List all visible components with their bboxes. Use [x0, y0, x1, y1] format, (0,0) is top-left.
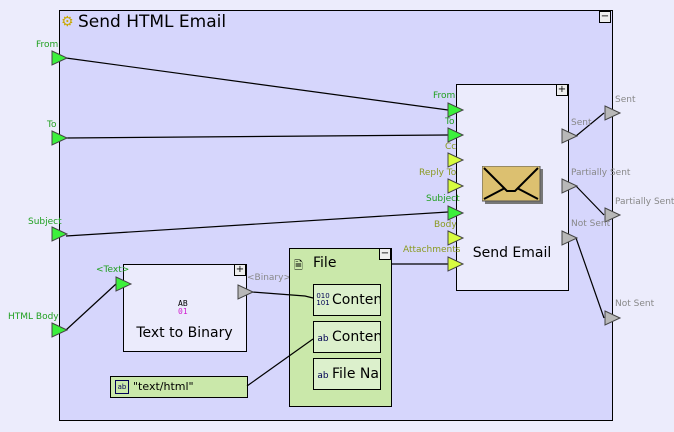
input-label-from: From	[36, 40, 59, 50]
se-output-sent: Sent	[571, 118, 592, 128]
text-port-label: <Text>	[96, 265, 130, 275]
envelope-icon	[482, 166, 543, 204]
binary-port-label: <Binary>	[247, 273, 292, 283]
expand-button[interactable]: +	[556, 84, 568, 96]
constant-value: "text/html"	[133, 380, 194, 393]
constant-node[interactable]: ab "text/html"	[110, 376, 248, 398]
text-constant-icon: ab	[115, 380, 129, 394]
file-field-content-type[interactable]: abContent Type	[313, 321, 381, 353]
se-input-from: From	[433, 91, 456, 101]
document-icon: 🗎	[294, 259, 303, 272]
output-label-sent: Sent	[615, 95, 636, 105]
icon-text: AB	[178, 299, 188, 308]
input-label-subject: Subject	[28, 217, 62, 227]
field-label: Content	[332, 292, 380, 308]
output-label-partially-sent: Partially Sent	[615, 197, 674, 207]
input-label-to: To	[47, 120, 57, 130]
workflow-title: Send HTML Email	[78, 12, 227, 32]
se-output-not-sent: Not Sent	[571, 219, 611, 229]
input-label-html-body: HTML Body	[8, 312, 59, 322]
text-icon: ab	[317, 334, 329, 344]
se-input-reply-to: Reply To	[419, 168, 457, 178]
send-email-title: Send Email	[472, 245, 552, 261]
icon-binary: 01	[178, 307, 188, 316]
file-field-content[interactable]: 010 101Content	[313, 284, 381, 316]
se-input-cc: Cc	[445, 142, 456, 152]
field-label: File Name	[332, 366, 380, 382]
se-input-attachments: Attachments	[403, 245, 461, 255]
collapse-button[interactable]: −	[379, 248, 391, 260]
file-title: File	[313, 255, 337, 271]
se-input-subject: Subject	[426, 194, 460, 204]
output-label-not-sent: Not Sent	[615, 299, 655, 309]
binary-icon: 010 101	[316, 292, 330, 307]
text-icon: ab	[317, 371, 329, 381]
se-input-body: Body	[434, 220, 456, 230]
se-output-partially-sent: Partially Sent	[571, 168, 631, 178]
field-label: Content Type	[332, 329, 380, 345]
expand-button[interactable]: +	[234, 264, 246, 276]
text-to-binary-title: Text to Binary	[136, 325, 233, 341]
text-to-binary-node[interactable]	[123, 264, 247, 352]
collapse-button[interactable]: −	[599, 11, 611, 23]
se-input-to: To	[445, 117, 455, 127]
gear-icon: ⚙	[61, 14, 74, 30]
